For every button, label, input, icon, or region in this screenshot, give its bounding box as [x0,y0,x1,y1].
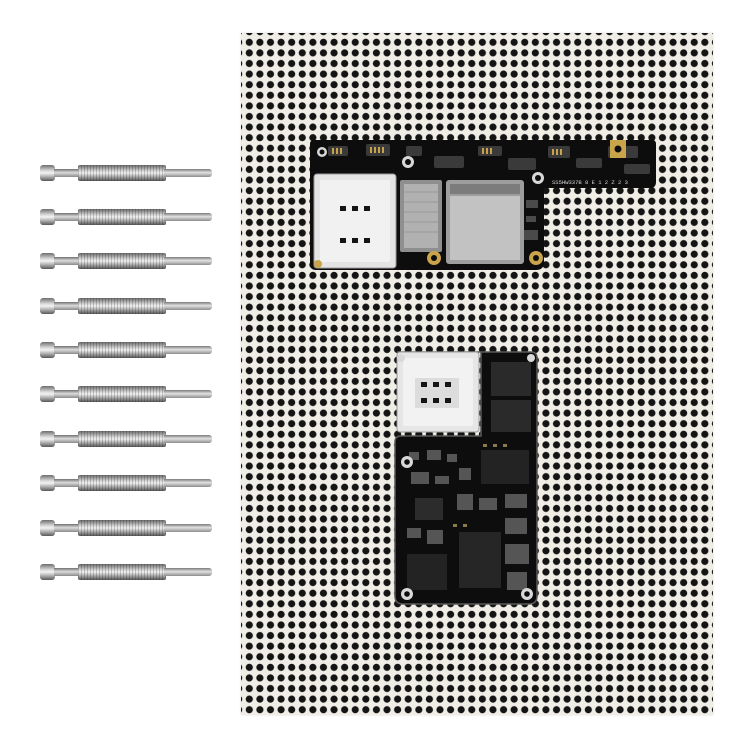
support-pin [38,206,214,228]
support-pin [38,428,214,450]
pin-set [38,162,216,587]
support-pin [38,472,214,494]
silkscreen-text: SS5HW337B 8 E 1 2 Z 2 3 [552,179,628,186]
support-pin [38,517,214,539]
support-pin [38,162,214,184]
support-pin [38,561,214,583]
support-pin [38,250,214,272]
support-pin [38,339,214,361]
support-pin [38,295,214,317]
upper-logic-board: SS5HW337B 8 E 1 2 Z 2 3 [308,134,660,276]
lower-logic-board [393,348,539,608]
support-pin [38,383,214,405]
